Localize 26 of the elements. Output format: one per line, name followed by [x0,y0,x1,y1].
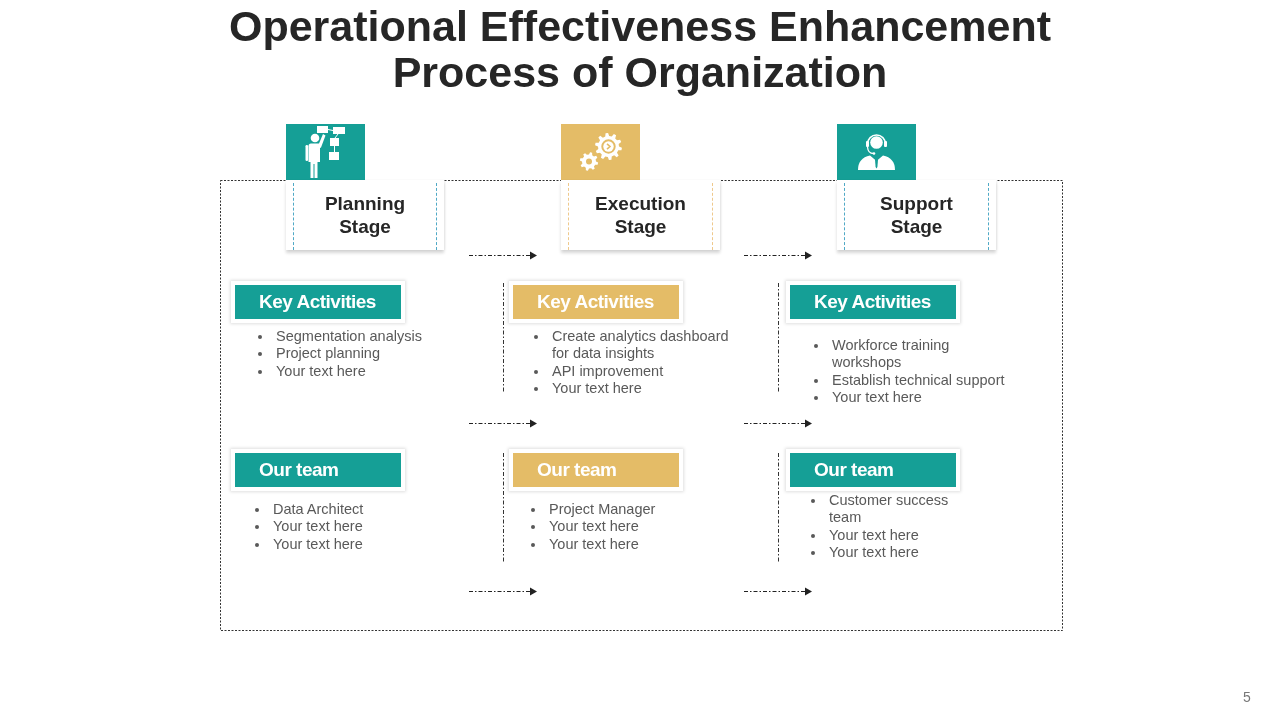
bullet-item: Segmentation analysis [258,328,478,346]
stage-title: Execution Stage [594,192,687,238]
bullet-item: Project Manager [531,501,751,519]
bullet-item: Data Architect [255,501,475,519]
bullet-item: Your text here [258,362,478,381]
bullet-item: Your text here [811,526,969,545]
stage-card [561,180,720,250]
stage-card [286,180,444,250]
bullet-item: API improvement [534,362,737,381]
bullet-item: Your text here [531,535,751,554]
page-number: 5 [1243,689,1251,705]
bullet-item: Your text here [811,544,969,562]
bullet-item: Your text here [534,380,737,398]
bullet-item: Establish technical support [814,371,1015,390]
bullet-item: Your text here [531,518,751,536]
bullet-item: Workforce training workshops [814,337,1015,372]
bullet-item: Customer success team [811,492,969,527]
bullet-item: Your text here [255,518,475,536]
slide-title: Operational Effectiveness Enhancement Process of Organization [227,3,1052,95]
stage-card [837,180,996,250]
stage-title: Support Stage [879,192,954,238]
bullet-item: Your text here [814,389,1015,407]
bullet-item: Create analytics dashboard for data insights [534,328,737,363]
bullet-item: Project planning [258,345,478,363]
bullet-item: Your text here [255,535,475,554]
stage-title: Planning Stage [323,192,407,238]
